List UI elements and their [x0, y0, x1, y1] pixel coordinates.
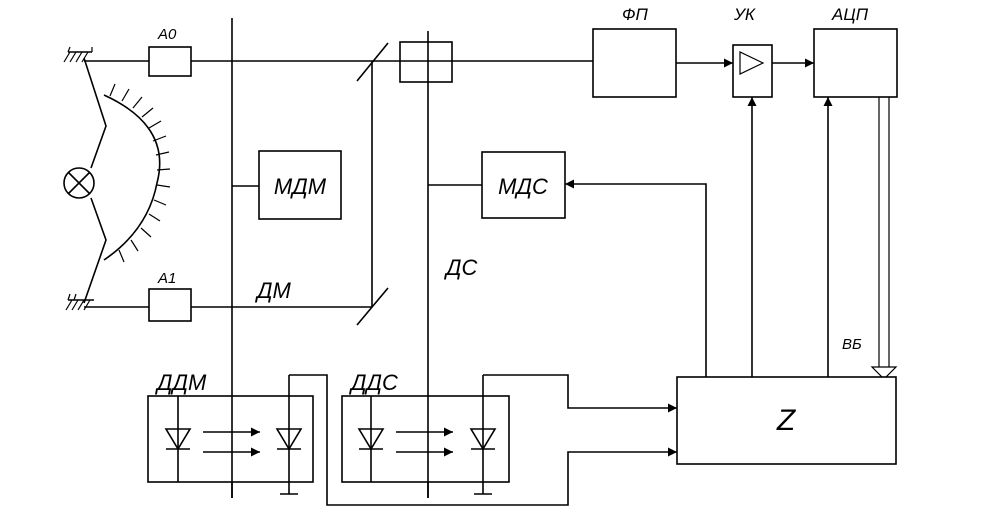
mds-block-label: МДС [498, 174, 548, 199]
ddm-sensor-block [147, 395, 314, 483]
fp-block-label: ФП [622, 5, 649, 24]
data-bus-label: ВБ [842, 336, 862, 353]
top-mirror-icon [63, 46, 93, 63]
bottom-mirror-icon [65, 293, 94, 311]
dds-to-z-wire [483, 374, 677, 413]
attenuator-a1 [148, 288, 192, 322]
shaft-ds-label: ДС [443, 255, 477, 280]
ddm-label: ДДМ [154, 370, 207, 395]
attenuator-a0 [148, 46, 192, 77]
beam-splitter-top [356, 42, 389, 82]
ddm-to-z-wire [289, 374, 677, 506]
light-source-group [63, 57, 171, 304]
z-controller-block [676, 376, 897, 465]
dds-emitter-diode-icon [357, 396, 385, 482]
acp-label: АЦП [831, 5, 869, 24]
chopper-box [399, 41, 453, 83]
uk-amplifier-block [732, 44, 773, 98]
mirror-bottom [356, 287, 389, 326]
mdm-block-label: МДМ [274, 174, 327, 199]
attenuator-a1-label: A1 [157, 270, 176, 287]
ddm-emitter-diode-icon [164, 396, 192, 482]
reflector-hatching [109, 83, 171, 263]
z-controller-label: Z [776, 404, 797, 437]
reflector-icon [103, 94, 161, 261]
modulator-dm-label: ДМ [254, 278, 291, 303]
acp-block [813, 28, 898, 98]
attenuator-a0-label: A0 [157, 26, 177, 43]
dds-sensor-block [341, 395, 510, 483]
fp-block [592, 28, 677, 98]
data-bus-arrow [870, 366, 898, 380]
dds-label: ДДС [348, 370, 398, 395]
mdm-block [258, 150, 342, 220]
ddm-photodiode-icon [275, 375, 303, 495]
lamp-icon [63, 167, 95, 199]
amplifier-triangle-icon [739, 51, 765, 75]
dds-photodiode-icon [469, 375, 497, 495]
z-to-mds-line [565, 179, 707, 377]
uk-label: УК [733, 5, 756, 24]
mds-block [481, 151, 566, 219]
